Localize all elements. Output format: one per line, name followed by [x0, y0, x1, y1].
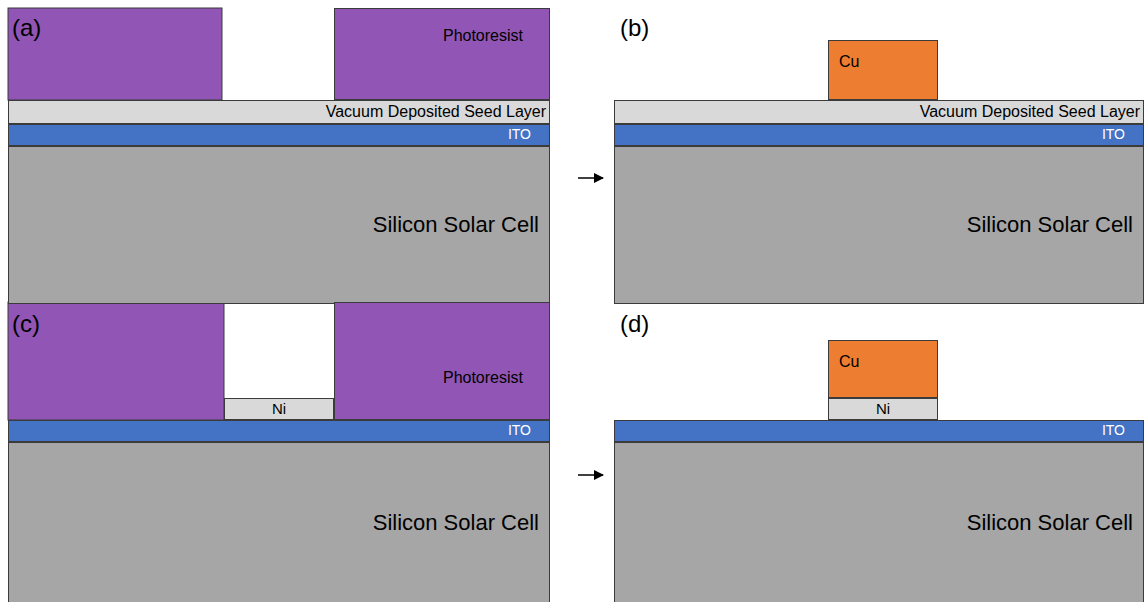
- panel-letter: (c): [12, 310, 40, 338]
- layer-label: ITO: [508, 423, 531, 438]
- ito-layer: ITO: [8, 124, 550, 146]
- layer-label: Photoresist: [443, 369, 523, 387]
- layer-label: Photoresist: [443, 27, 523, 45]
- silicon-cell: Silicon Solar Cell: [614, 146, 1144, 304]
- photoresist-block: [8, 8, 222, 100]
- ito-layer: ITO: [614, 420, 1144, 442]
- photoresist-block: [8, 302, 224, 420]
- layer-label: Cu: [839, 353, 859, 371]
- process-arrow: [578, 177, 603, 179]
- layer-label: Silicon Solar Cell: [967, 511, 1133, 535]
- layer-label: Vacuum Deposited Seed Layer: [326, 103, 546, 121]
- copper-finger: Cu: [828, 340, 938, 398]
- layer-label: Vacuum Deposited Seed Layer: [920, 103, 1140, 121]
- copper-finger: Cu: [828, 40, 938, 100]
- silicon-cell: Silicon Solar Cell: [8, 146, 550, 304]
- panel-letter: (d): [620, 310, 649, 338]
- photoresist-block: Photoresist: [334, 8, 550, 100]
- ito-layer: ITO: [614, 124, 1144, 146]
- layer-label: ITO: [1102, 127, 1125, 142]
- layer-label: Cu: [839, 53, 859, 71]
- layer-label: ITO: [508, 127, 531, 142]
- nickel-seed: Ni: [828, 398, 938, 420]
- seed-layer: Vacuum Deposited Seed Layer: [614, 100, 1144, 124]
- silicon-cell: Silicon Solar Cell: [8, 442, 550, 602]
- panel-letter: (a): [12, 14, 41, 42]
- layer-label: Silicon Solar Cell: [373, 511, 539, 535]
- ito-layer: ITO: [8, 420, 550, 442]
- layer-label: Silicon Solar Cell: [373, 213, 539, 237]
- seed-layer: Vacuum Deposited Seed Layer: [8, 100, 550, 124]
- silicon-cell: Silicon Solar Cell: [614, 442, 1144, 602]
- process-arrow: [578, 474, 603, 476]
- layer-label: ITO: [1102, 423, 1125, 438]
- panel-letter: (b): [620, 14, 649, 42]
- layer-label: Silicon Solar Cell: [967, 213, 1133, 237]
- photoresist-block: Photoresist: [334, 302, 550, 420]
- nickel-seed: Ni: [224, 398, 334, 420]
- layer-label: Ni: [876, 401, 890, 418]
- layer-label: Ni: [272, 401, 286, 418]
